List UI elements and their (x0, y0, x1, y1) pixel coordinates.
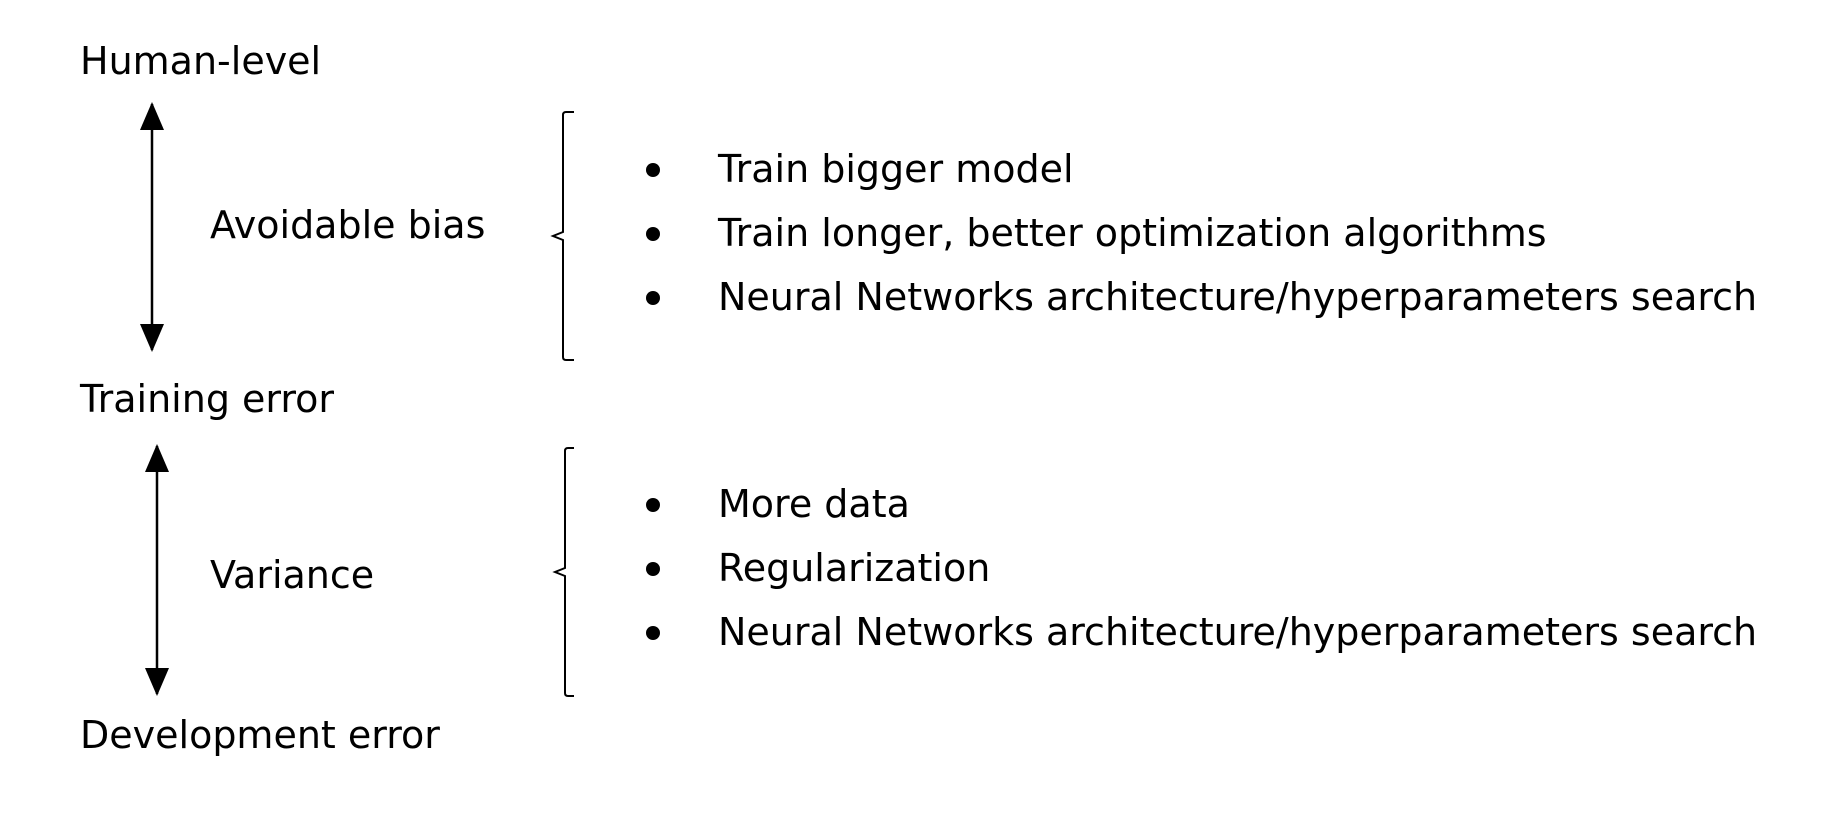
list-item-text: Train longer, better optimization algori… (718, 211, 1547, 255)
variance-arrowhead-down (145, 668, 169, 696)
list-item: Neural Networks architecture/hyperparame… (640, 600, 1757, 664)
list-item-text: Train bigger model (718, 147, 1074, 191)
variance-label: Variance (210, 553, 375, 597)
list-item-text: More data (718, 482, 910, 526)
bias-arrowhead-up (140, 102, 164, 130)
list-item-text: Regularization (718, 546, 991, 590)
training-error-label: Training error (80, 377, 335, 421)
human-level-label: Human-level (80, 39, 322, 83)
bias-remedies-list: Train bigger model Train longer, better … (640, 137, 1757, 329)
avoidable-bias-label: Avoidable bias (210, 203, 486, 247)
bullet-icon (646, 562, 660, 576)
list-item: More data (640, 472, 1757, 536)
list-item: Regularization (640, 536, 1757, 600)
variance-bracket (552, 447, 574, 697)
list-item-text: Neural Networks architecture/hyperparame… (718, 610, 1758, 654)
bullet-icon (646, 626, 660, 640)
variance-arrowhead-up (145, 444, 169, 472)
variance-remedies-list: More data Regularization Neural Networks… (640, 472, 1757, 664)
list-item: Train longer, better optimization algori… (640, 201, 1757, 265)
list-item: Train bigger model (640, 137, 1757, 201)
bullet-icon (646, 291, 660, 305)
bias-arrowhead-down (140, 324, 164, 352)
bias-bracket (550, 111, 574, 361)
bullet-icon (646, 498, 660, 512)
list-item-text: Neural Networks architecture/hyperparame… (718, 275, 1758, 319)
bullet-icon (646, 227, 660, 241)
list-item: Neural Networks architecture/hyperparame… (640, 265, 1757, 329)
development-error-label: Development error (80, 713, 440, 757)
bullet-icon (646, 163, 660, 177)
